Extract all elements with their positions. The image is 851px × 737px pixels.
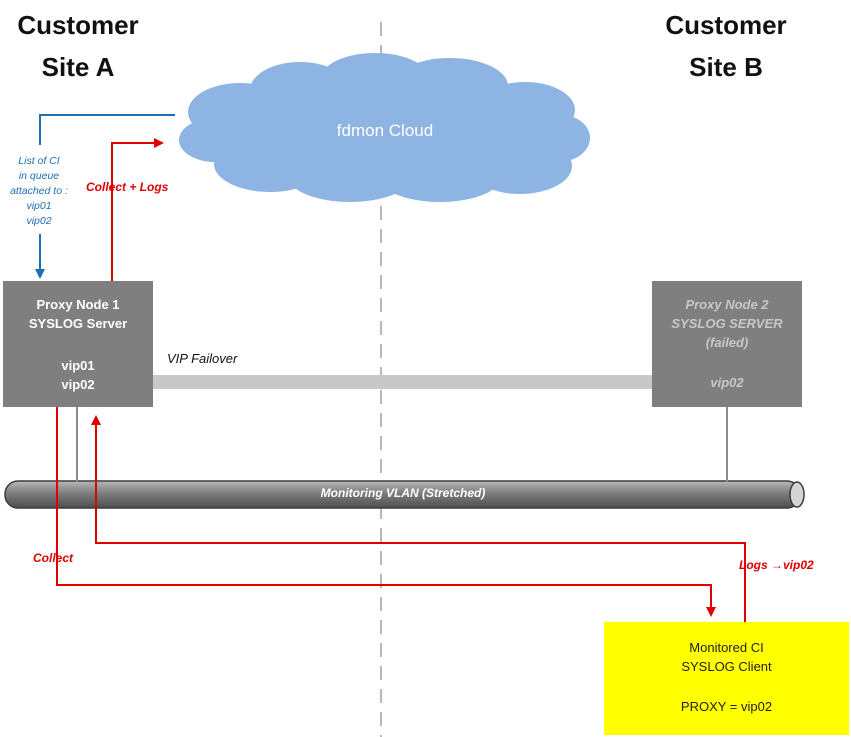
ci-list-line: List of CI [18,155,60,167]
vip-failover-arrow [114,368,689,396]
site-b-title-line2: Site B [689,52,763,82]
collect-label: Collect [33,551,74,565]
collect-arrow [56,407,716,617]
vlan-label: Monitoring VLAN (Stretched) [320,486,486,500]
proxy2-role: SYSLOG SERVER [671,316,783,331]
proxy1-name: Proxy Node 1 [36,297,120,312]
ci-list-line: in queue [18,170,60,182]
site-a-title: Customer Site A [6,4,150,88]
proxy-node-1: Proxy Node 1 SYSLOG Server vip01 vip02 [3,281,153,407]
proxy1-role: SYSLOG Server [28,316,128,331]
ci-list-line: vip02 [26,215,52,227]
collect-logs-arrow [111,138,164,281]
ci-list-line: vip01 [26,200,52,212]
collect-logs-label: Collect + Logs [86,180,169,194]
vip-failover-label: VIP Failover [167,351,238,366]
monitoring-vlan-pipe [4,480,805,509]
site-b-title: Customer Site B [651,4,801,88]
ci-list-note: List of CI in queue attached to : vip01 … [2,154,76,229]
ci-list-arrow [39,114,175,145]
logs-vip02-label: Logs →vip02 [739,558,814,572]
ci-proxy-setting: PROXY = vip02 [680,699,773,714]
proxy1-vip01: vip01 [61,358,95,373]
site-a-title-line1: Customer [17,10,139,40]
proxy2-status: (failed) [705,335,749,350]
monitored-ci: Monitored CI SYSLOG Client PROXY = vip02 [604,622,849,735]
fdmon-cloud [179,53,590,202]
logs-vip02-arrow [91,415,746,622]
proxy1-vip02: vip02 [61,377,95,392]
proxy2-vip02: vip02 [710,375,744,390]
ci-role: SYSLOG Client [681,659,772,674]
proxy2-name: Proxy Node 2 [685,297,769,312]
ci-list-line: attached to : [10,185,68,197]
site-b-title-line1: Customer [665,10,787,40]
ci-name: Monitored CI [689,640,764,655]
cloud-label: fdmon Cloud [336,121,434,140]
site-a-title-line2: Site A [41,52,115,82]
proxy-node-2: Proxy Node 2 SYSLOG SERVER (failed) vip0… [652,281,802,407]
